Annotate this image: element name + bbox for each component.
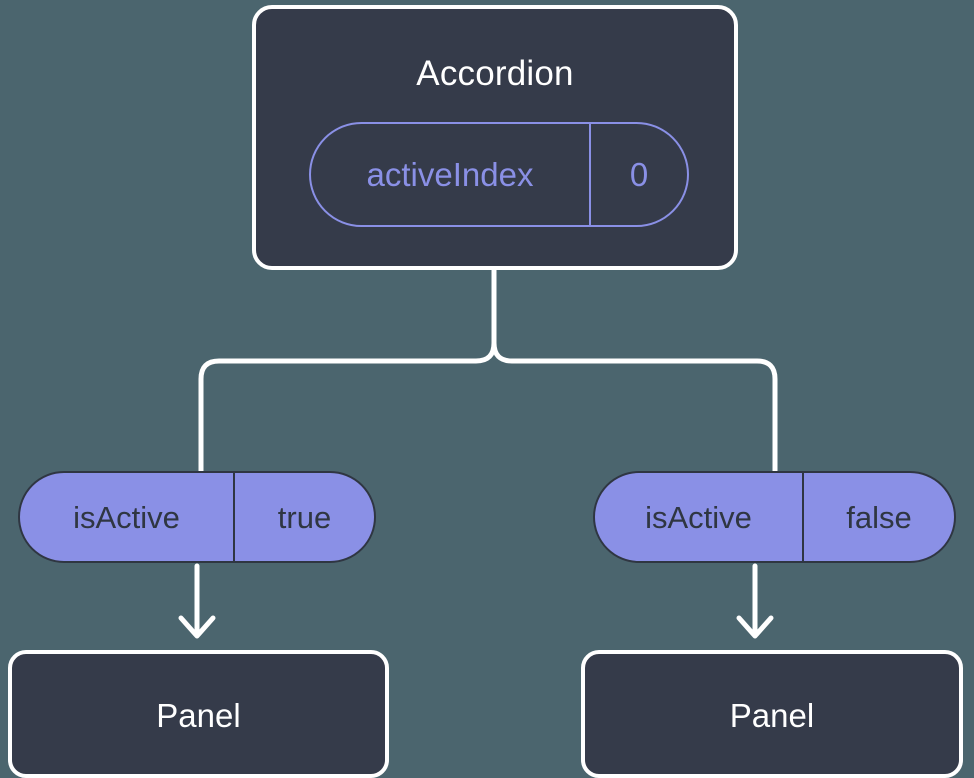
component-card-panel-right[interactable]: Panel — [581, 650, 963, 778]
state-chip-activeindex[interactable]: activeIndex 0 — [309, 122, 689, 227]
component-card-panel-left[interactable]: Panel — [8, 650, 389, 778]
prop-pill-isactive-false[interactable]: isActive false — [593, 471, 956, 563]
prop-pill-key: isActive — [645, 499, 752, 535]
state-chip-value: 0 — [589, 124, 687, 225]
component-title-accordion: Accordion — [416, 54, 574, 93]
state-chip-key: activeIndex — [366, 156, 534, 193]
component-title-panel-left: Panel — [156, 697, 241, 734]
prop-pill-value: true — [233, 473, 374, 561]
arrow-head-right — [736, 615, 774, 639]
branch-line-left — [198, 267, 497, 474]
prop-pill-key: isActive — [73, 499, 180, 535]
arrow-head-left — [178, 615, 216, 639]
component-title-panel-right: Panel — [729, 697, 815, 734]
component-card-accordion[interactable]: Accordion activeIndex 0 — [252, 5, 738, 270]
prop-pill-isactive-true[interactable]: isActive true — [18, 471, 376, 563]
branch-line-right — [491, 267, 778, 474]
prop-pill-value: false — [802, 473, 954, 561]
